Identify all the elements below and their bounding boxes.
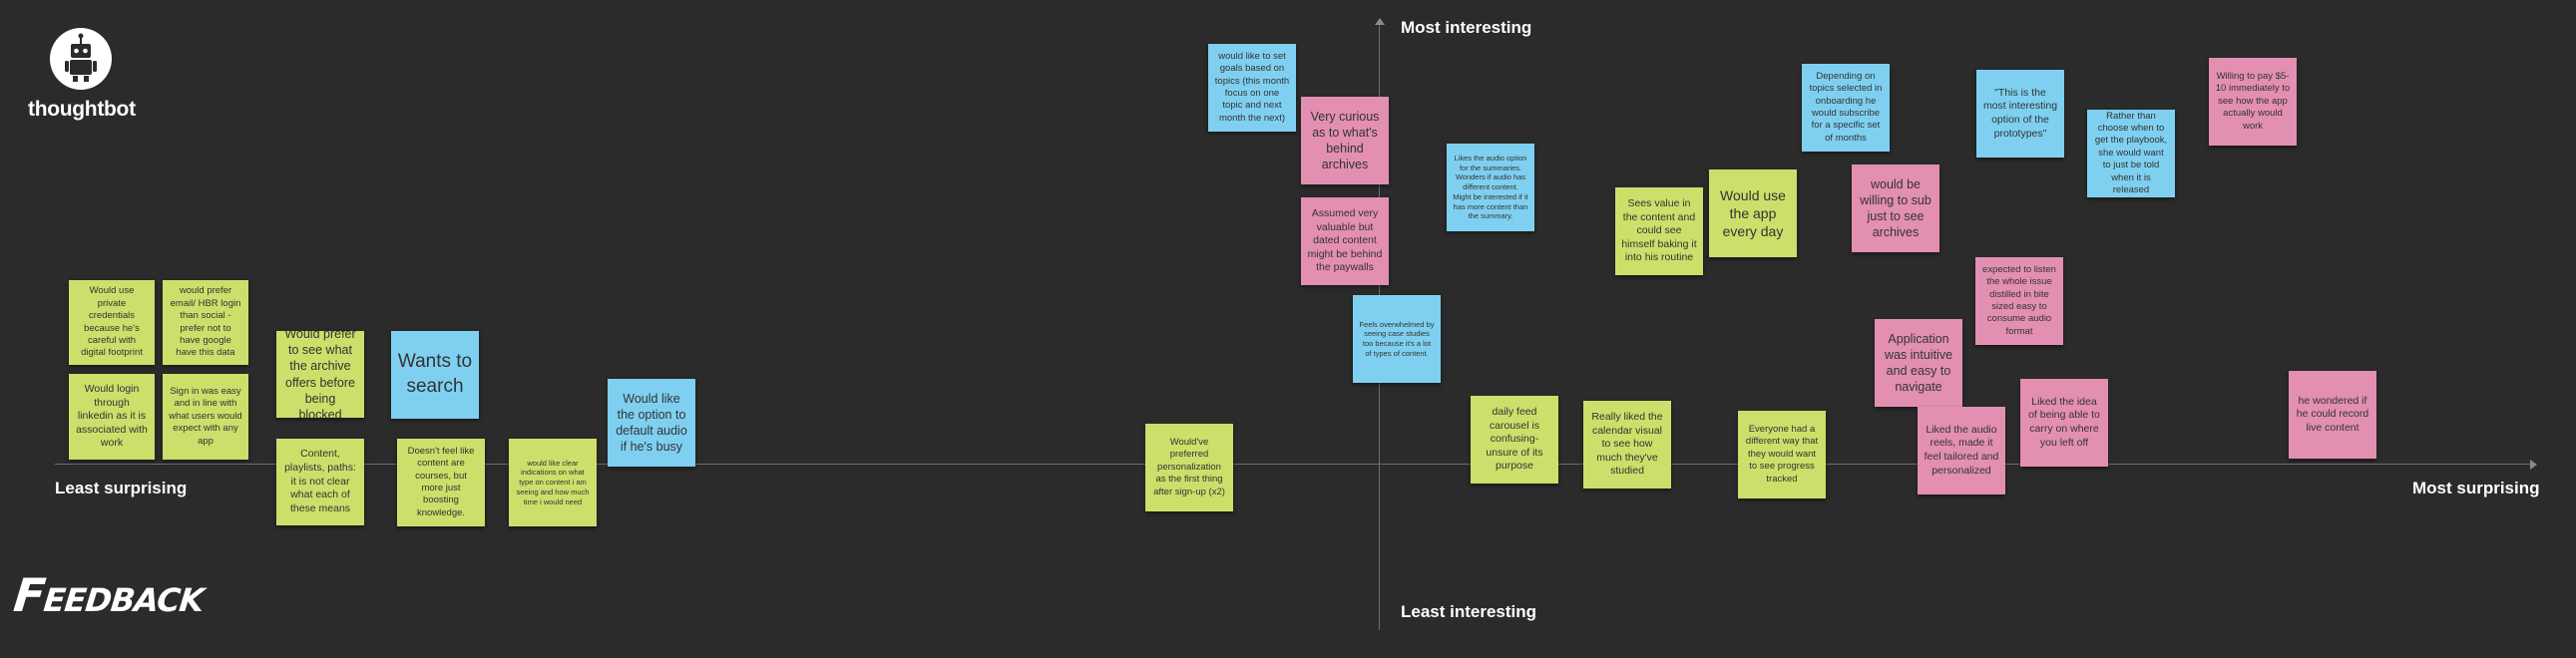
sticky-note: Feels overwhelmed by seeing case studies… (1353, 295, 1441, 383)
sticky-note: expected to listen the whole issue disti… (1975, 257, 2063, 345)
sticky-note: Would like the option to default audio i… (608, 379, 695, 467)
sticky-note: Depending on topics selected in onboardi… (1802, 64, 1890, 152)
sticky-note: Really liked the calendar visual to see … (1583, 401, 1671, 489)
sticky-note: Would use private credentials because he… (69, 280, 155, 365)
sticky-note: Would login through linkedin as it is as… (69, 374, 155, 460)
sticky-note: Sign in was easy and in line with what u… (163, 374, 248, 460)
sticky-note: Sees value in the content and could see … (1615, 187, 1703, 275)
sticky-note: Content, playlists, paths: it is not cle… (276, 439, 364, 525)
sticky-note: Liked the audio reels, made it feel tail… (1918, 407, 2005, 494)
sticky-note: Assumed very valuable but dated content … (1301, 197, 1389, 285)
brand-logo: thoughtbot (28, 28, 136, 122)
axis-label-right: Most surprising (2412, 479, 2540, 497)
robot-icon (50, 28, 112, 90)
sticky-note: would like clear indications on what typ… (509, 439, 597, 526)
x-axis-line (55, 464, 2536, 465)
sticky-note: he wondered if he could record live cont… (2289, 371, 2376, 459)
sticky-note: Likes the audio option for the summaries… (1447, 144, 1534, 231)
sticky-note: Would prefer to see what the archive off… (276, 331, 364, 418)
sticky-note: Willing to pay $5-10 immediately to see … (2209, 58, 2297, 146)
page-title: Feedback (11, 568, 208, 622)
sticky-note: would be willing to sub just to see arch… (1852, 164, 1939, 252)
sticky-note: would like to set goals based on topics … (1208, 44, 1296, 132)
axis-label-bottom: Least interesting (1401, 602, 1537, 621)
axis-label-left: Least surprising (55, 479, 188, 497)
sticky-note: daily feed carousel is confusing- unsure… (1471, 396, 1558, 484)
sticky-note: Wants to search (391, 331, 479, 419)
sticky-note: Everyone had a different way that they w… (1738, 411, 1826, 498)
sticky-note: Application was intuitive and easy to na… (1875, 319, 1962, 407)
axis-label-top: Most interesting (1401, 18, 1532, 37)
brand-name: thoughtbot (28, 98, 136, 121)
sticky-note: Doesn't feel like content are courses, b… (397, 439, 485, 526)
sticky-note: Would've preferred personalization as th… (1145, 424, 1233, 511)
sticky-note: Very curious as to what's behind archive… (1301, 97, 1389, 184)
x-axis-arrow-icon (2530, 460, 2537, 470)
sticky-note: Rather than choose when to get the playb… (2087, 110, 2175, 197)
y-axis-arrow-icon (1375, 18, 1385, 25)
sticky-note: would prefer email/ HBR login than socia… (163, 280, 248, 365)
sticky-note: Liked the idea of being able to carry on… (2020, 379, 2108, 467)
sticky-note: "This is the most interesting option of … (1976, 70, 2064, 158)
sticky-note: Would use the app every day (1709, 169, 1797, 257)
